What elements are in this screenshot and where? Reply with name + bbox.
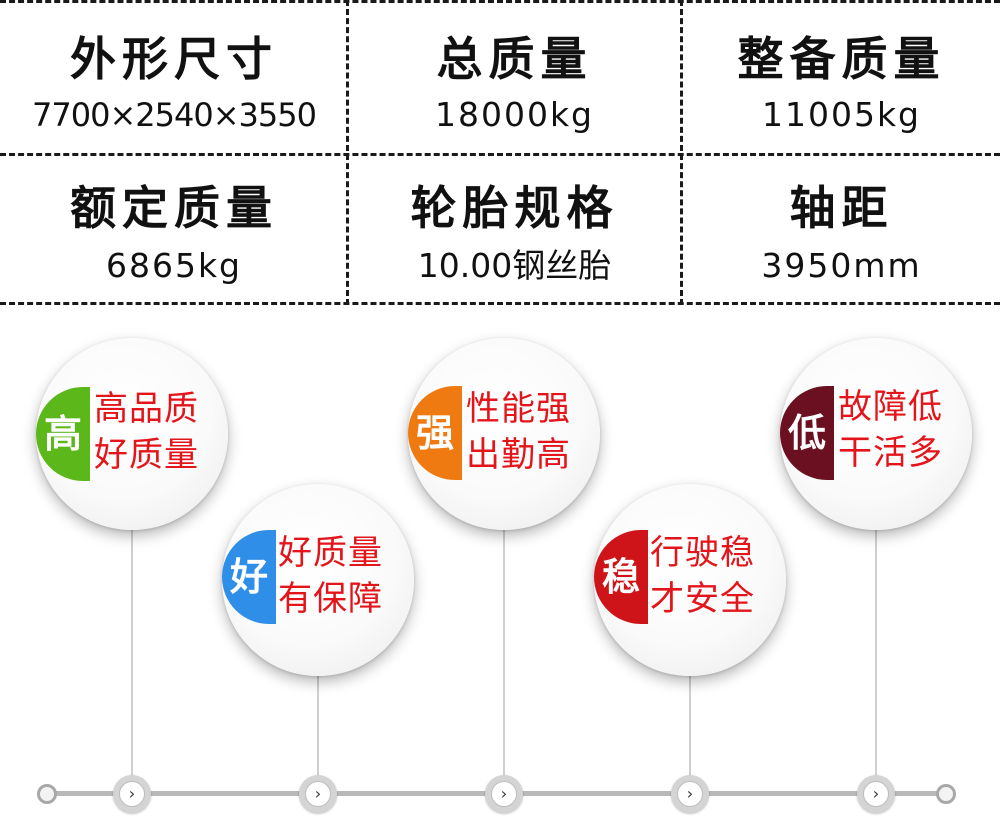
feature-badge-char: 好 <box>229 555 268 599</box>
feature-badge: 低 <box>780 386 834 480</box>
timeline-node-1[interactable]: › <box>113 775 151 813</box>
feature-text-line1: 好质量 <box>278 533 383 573</box>
spec-label: 整备质量 <box>737 32 946 86</box>
spec-value: 11005kg <box>761 95 922 134</box>
timeline-stem <box>503 530 505 778</box>
spec-label: 额定质量 <box>70 181 278 235</box>
spec-table: 外形尺寸 7700×2540×3550 总质量 18000kg 整备质量 110… <box>0 0 1000 305</box>
feature-badge: 强 <box>408 386 462 480</box>
feature-bubble-quality: 高 高品质 好质量 <box>36 338 228 530</box>
feature-text-line1: 故障低 <box>838 387 943 427</box>
chevron-right-icon: › <box>305 781 331 807</box>
timeline-stem <box>317 668 319 778</box>
timeline-stem <box>131 520 133 778</box>
spec-cell-wheelbase: 轴距 3950mm <box>683 156 1000 306</box>
chevron-right-icon: › <box>677 781 703 807</box>
feature-text-line2: 干活多 <box>838 433 943 473</box>
table-border-bottom <box>0 302 1000 305</box>
spec-value: 6865kg <box>105 246 243 285</box>
timeline-stem <box>875 520 877 778</box>
feature-text-line1: 行驶稳 <box>650 533 755 573</box>
chevron-right-icon: › <box>491 781 517 807</box>
spec-cell-tire-spec: 轮胎规格 10.00钢丝胎 <box>349 156 680 306</box>
spec-value: 10.00钢丝胎 <box>417 246 612 285</box>
chevron-right-icon: › <box>119 781 145 807</box>
spec-cell-curb-mass: 整备质量 11005kg <box>683 3 1000 153</box>
feature-bubble-assurance: 好 好质量 有保障 <box>222 484 414 676</box>
feature-text-line2: 有保障 <box>278 579 383 619</box>
timeline-node-3[interactable]: › <box>485 775 523 813</box>
spec-cell-gross-mass: 总质量 18000kg <box>349 3 680 153</box>
feature-text-line2: 才安全 <box>650 579 755 619</box>
spec-value: 18000kg <box>434 95 595 134</box>
feature-badge-char: 低 <box>787 411 826 455</box>
chevron-right-icon: › <box>863 781 889 807</box>
feature-badge: 高 <box>36 387 90 481</box>
feature-text-line2: 好质量 <box>94 435 199 475</box>
table-divider-right <box>680 0 683 305</box>
timeline-node-5[interactable]: › <box>857 775 895 813</box>
feature-text-line1: 性能强 <box>466 389 571 429</box>
feature-badge: 好 <box>222 530 276 624</box>
feature-badge-char: 高 <box>43 412 82 456</box>
timeline-node-4[interactable]: › <box>671 775 709 813</box>
table-divider-middle <box>0 153 1000 156</box>
feature-badge-char: 稳 <box>601 555 640 599</box>
timeline-node-2[interactable]: › <box>299 775 337 813</box>
feature-bubble-stability: 稳 行驶稳 才安全 <box>594 484 786 676</box>
spec-label: 外形尺寸 <box>70 32 278 86</box>
timeline-stem <box>689 668 691 778</box>
feature-text-line1: 高品质 <box>94 389 199 429</box>
feature-bubble-reliability: 低 故障低 干活多 <box>780 338 972 530</box>
table-divider-left <box>346 0 349 305</box>
table-border-top <box>0 0 1000 3</box>
feature-badge: 稳 <box>594 530 648 624</box>
spec-cell-dimensions: 外形尺寸 7700×2540×3550 <box>5 3 343 153</box>
spec-label: 总质量 <box>436 32 593 86</box>
spec-value: 3950mm <box>761 246 922 285</box>
feature-bubble-performance: 强 性能强 出勤高 <box>408 338 600 530</box>
feature-text-line2: 出勤高 <box>466 435 571 475</box>
spec-value: 7700×2540×3550 <box>32 96 317 134</box>
spec-cell-rated-mass: 额定质量 6865kg <box>5 156 343 306</box>
spec-label: 轴距 <box>789 181 894 235</box>
timeline-end-cap <box>936 784 956 804</box>
timeline-start-cap <box>37 784 57 804</box>
feature-badge-char: 强 <box>415 411 454 455</box>
spec-label: 轮胎规格 <box>410 181 619 235</box>
